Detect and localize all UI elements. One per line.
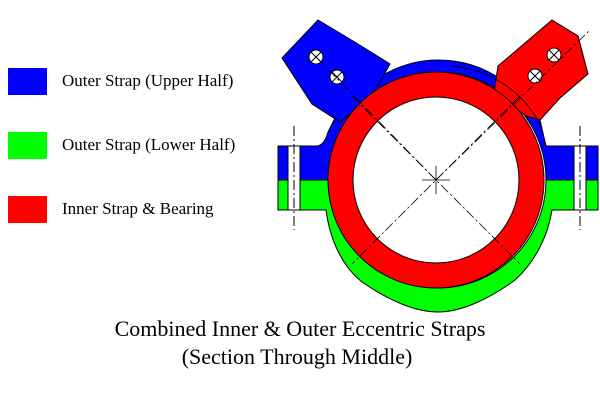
caption-line-2: (Section Through Middle) [181,344,413,369]
legend-item-lower-half: Outer Strap (Lower Half) [0,132,280,164]
bolt-hole-inner-1 [546,47,562,63]
legend-swatch-red [8,196,47,223]
outer-construction-arc [451,65,543,129]
caption-line-1: Combined Inner & Outer Eccentric Straps [114,316,486,341]
bolt-hole-inner-2 [527,68,543,84]
legend-swatch-blue [8,68,47,95]
bolt-hole-upper-2 [329,69,345,85]
legend-swatch-green [8,132,47,159]
legend-item-upper-half: Outer Strap (Upper Half) [0,68,280,100]
legend-label-lower-half: Outer Strap (Lower Half) [62,135,236,154]
centerline-diagonal-2 [351,95,521,265]
legend-item-inner-strap: Inner Strap & Bearing [0,196,280,228]
legend-label-upper-half: Outer Strap (Upper Half) [62,71,234,90]
legend-label-inner-strap: Inner Strap & Bearing [62,199,214,218]
centerline-diagonal-1 [351,95,521,265]
centerline-to-lug-left [315,56,437,181]
side-bolt-slots [287,126,587,230]
construction-lines [315,29,591,265]
legend: Outer Strap (Upper Half) Outer Strap (Lo… [0,0,280,260]
